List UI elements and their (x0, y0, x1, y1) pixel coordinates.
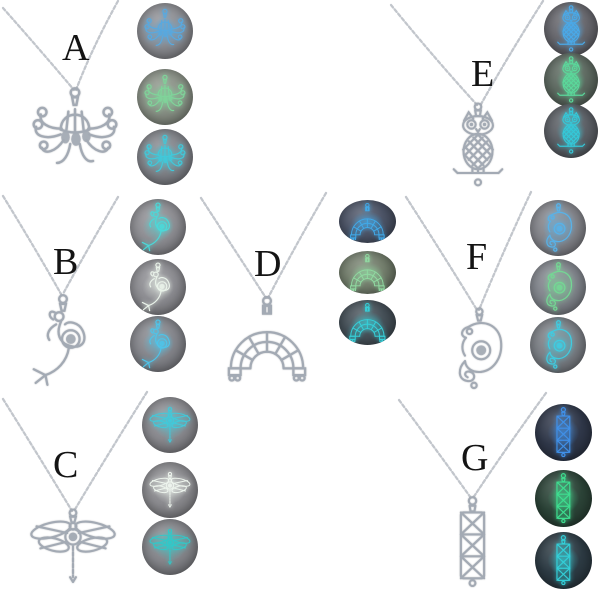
label-b: B (53, 241, 79, 283)
bar-cage-pendant (456, 496, 489, 587)
octopus-icon (142, 6, 188, 55)
rainbow-glow-thumb (339, 251, 396, 294)
dragonfly-glow-thumb (142, 519, 198, 575)
chain (478, 0, 545, 108)
rainbow-icon (344, 303, 391, 343)
bar-cage-glow-thumb (535, 404, 592, 461)
dragonfly-icon (147, 400, 193, 449)
bar-cage-glow-thumb (535, 470, 592, 527)
owl-icon (549, 5, 593, 53)
chain (397, 398, 473, 500)
dragonfly-icon (147, 522, 193, 571)
chain (1, 397, 74, 513)
dragonfly-pendant (25, 508, 121, 583)
mermaid-glow-thumb (130, 316, 186, 372)
octopus-icon (142, 72, 188, 121)
rainbow-glow-thumb (339, 300, 396, 345)
owl-glow-thumb (544, 104, 598, 158)
chain (389, 3, 480, 108)
mermaid-icon (135, 202, 181, 251)
owl-glow-thumb (544, 53, 598, 107)
bar-cage-icon (540, 407, 587, 457)
chameleon-icon (535, 203, 581, 252)
chain (1, 194, 63, 296)
chain (74, 0, 120, 92)
owl-pendant (450, 102, 506, 188)
octopus-glow-thumb (137, 129, 193, 185)
chameleon-glow-thumb (530, 259, 586, 315)
dragonfly-glow-thumb (142, 397, 198, 453)
octopus-icon (142, 132, 188, 181)
chameleon-icon (535, 262, 581, 311)
mermaid-pendant (24, 293, 102, 386)
rainbow-pendant (223, 296, 311, 382)
label-c: C (53, 444, 79, 486)
chain (1, 6, 76, 92)
octopus-pendant (25, 85, 125, 180)
chameleon-glow-thumb (530, 317, 586, 373)
chain (72, 390, 149, 513)
chameleon-pendant (447, 307, 510, 390)
dragonfly-icon (147, 465, 193, 514)
bar-cage-icon (540, 473, 587, 523)
owl-icon (549, 56, 593, 104)
mermaid-icon (135, 262, 181, 311)
octopus-glow-thumb (137, 3, 193, 59)
chain (477, 190, 533, 312)
label-a: A (62, 27, 90, 69)
chain (266, 191, 328, 300)
octopus-glow-thumb (137, 69, 193, 125)
chain (471, 391, 548, 500)
rainbow-icon (344, 203, 391, 241)
bar-cage-icon (540, 535, 587, 585)
chameleon-icon (535, 320, 581, 369)
mermaid-icon (135, 319, 181, 368)
chameleon-glow-thumb (530, 200, 586, 256)
mermaid-glow-thumb (130, 199, 186, 255)
chain (61, 195, 120, 296)
label-f: F (466, 236, 488, 278)
bar-cage-glow-thumb (535, 532, 592, 589)
mermaid-glow-thumb (130, 259, 186, 315)
dragonfly-glow-thumb (142, 462, 198, 518)
owl-glow-thumb (544, 2, 598, 56)
label-e: E (471, 53, 495, 95)
owl-icon (549, 107, 593, 155)
label-d: D (254, 243, 282, 285)
label-g: G (461, 437, 489, 479)
rainbow-icon (344, 254, 391, 292)
rainbow-glow-thumb (339, 200, 396, 243)
chain (199, 196, 268, 300)
chain (404, 195, 479, 312)
